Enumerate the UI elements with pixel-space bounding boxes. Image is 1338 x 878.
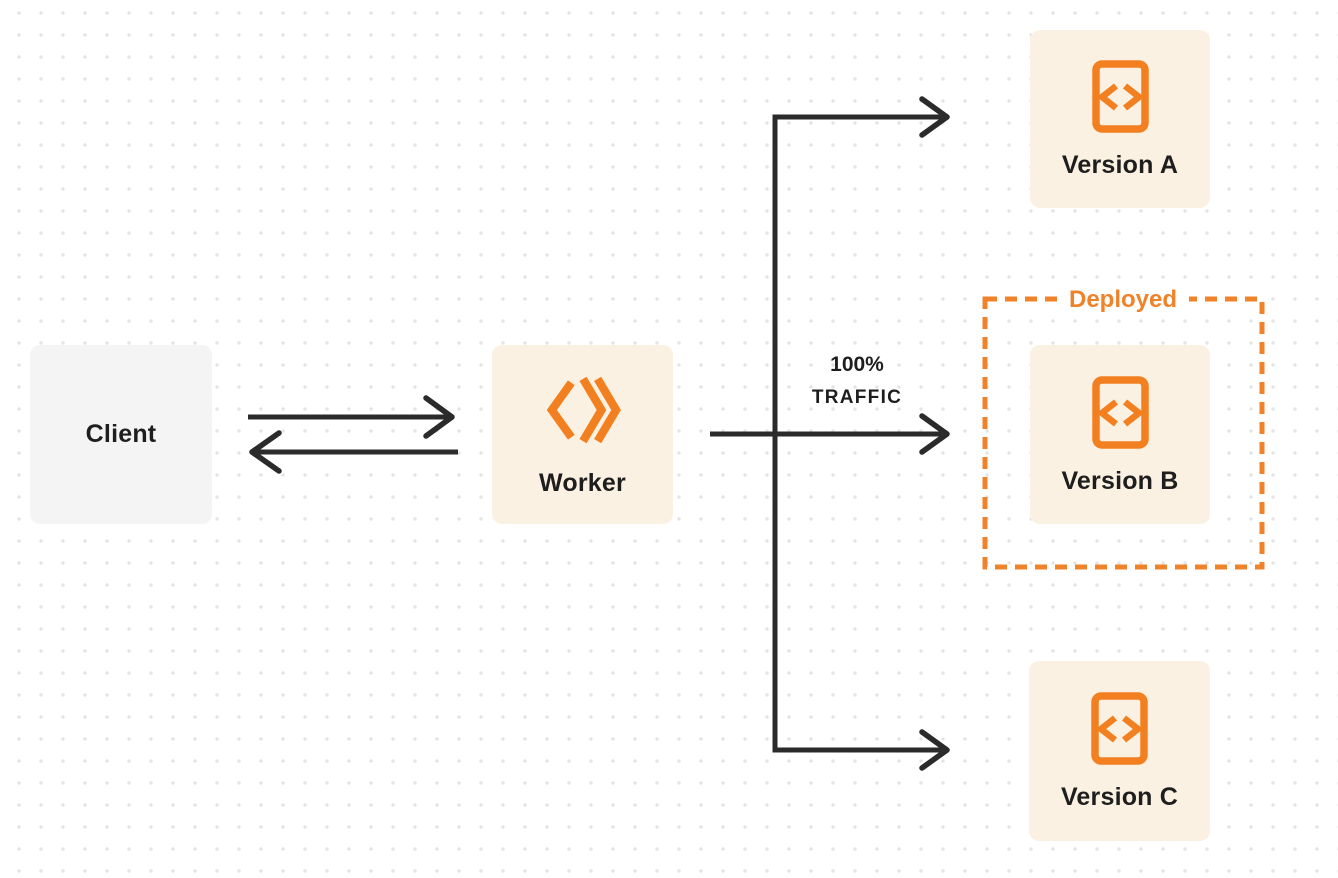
code-file-icon [1091,692,1148,765]
version-a-label: Version A [1061,151,1179,179]
code-file-icon [1091,375,1149,449]
arrowhead-version-a [919,96,950,138]
arrowhead-version-b [919,413,950,455]
arrowhead-version-c [919,729,950,771]
version-c-label: Version C [1060,783,1179,811]
arrowhead-client-to-worker [423,395,455,439]
deployed-label: Deployed [1056,287,1190,313]
version-b-label: Version B [1061,466,1179,495]
worker-node: Worker [492,345,673,524]
version-b-node: Version B [1030,345,1210,524]
code-file-icon [1091,60,1149,133]
version-a-node: Version A [1030,30,1210,208]
cloudflare-workers-icon [546,376,621,444]
client-node: Client [30,345,212,524]
branch-trunk [772,114,942,753]
arrowhead-worker-to-client [249,430,282,474]
version-c-node: Version C [1029,661,1210,841]
traffic-percent-label: 100% [830,353,884,376]
traffic-word-label: TRAFFIC [811,387,903,408]
client-label: Client [85,420,157,448]
worker-label: Worker [539,469,626,497]
